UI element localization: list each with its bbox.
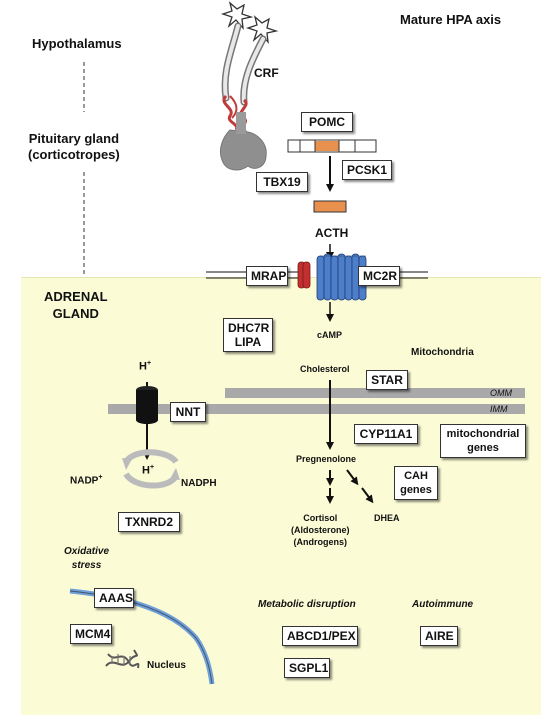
adrenal-label-line2: GLAND xyxy=(52,306,99,321)
androgens-label: (Androgens) xyxy=(293,537,348,547)
mc2r-box: MC2R xyxy=(358,266,400,286)
cyp11a1-box: CYP11A1 xyxy=(354,424,418,444)
nucleus-label: Nucleus xyxy=(147,660,186,671)
nadph-label: NADPH xyxy=(181,478,217,489)
omm-label: OMM xyxy=(490,388,512,398)
inner-mitochondrial-membrane xyxy=(108,404,525,414)
acth-label: ACTH xyxy=(315,226,349,240)
nnt-box: NNT xyxy=(170,402,206,422)
cah-genes-box: CAH genes xyxy=(394,466,438,500)
crf-label: CRF xyxy=(254,66,279,80)
dhea-label: DHEA xyxy=(374,513,400,523)
abcd1-pex-box: ABCD1/PEX xyxy=(282,626,358,646)
h-plus-bottom-label: H+ xyxy=(142,464,155,477)
mitochondrial-genes-box: mitochondrial genes xyxy=(440,424,526,458)
aire-box: AIRE xyxy=(420,626,458,646)
aldosterone-label: (Aldosterone) xyxy=(291,525,350,535)
star-box: STAR xyxy=(366,370,408,390)
sgpl1-box: SGPL1 xyxy=(284,658,330,678)
dhc7r-label: DHC7R xyxy=(228,321,270,335)
pituitary-label-line2: (corticotropes) xyxy=(28,147,120,162)
txnrd2-box: TXNRD2 xyxy=(118,512,180,532)
nnt-channel-icon xyxy=(136,382,158,460)
cah-genes-line1: CAH xyxy=(404,470,428,482)
adrenal-gland-label: ADRENAL GLAND xyxy=(44,288,108,322)
pregnenolone-label: Pregnenolone xyxy=(296,454,357,464)
pcsk1-box: PCSK1 xyxy=(342,160,392,180)
pregnenolone-to-dhea-arrow-1 xyxy=(346,469,359,486)
cah-genes-line2: genes xyxy=(400,484,432,496)
lipa-label: LIPA xyxy=(234,335,262,349)
outer-mitochondrial-membrane xyxy=(225,388,525,398)
pituitary-label: Pituitary gland (corticotropes) xyxy=(28,131,120,163)
tbx19-box: TBX19 xyxy=(256,172,308,192)
mitochondria-label: Mitochondria xyxy=(411,347,474,358)
dna-icon xyxy=(105,649,140,669)
cholesterol-label: Cholesterol xyxy=(300,364,350,374)
oxidative-stress-label: Oxidative stress xyxy=(64,545,109,573)
pomc-acth-segment xyxy=(315,141,339,151)
metabolic-disruption-label: Metabolic disruption xyxy=(258,599,356,610)
cortisol-block: Cortisol (Aldosterone) (Androgens) xyxy=(291,512,350,548)
aaas-box: AAAS xyxy=(94,588,134,608)
pituitary-gland-icon xyxy=(219,112,267,171)
redox-cycle-icon xyxy=(122,449,180,489)
mrap-protein-icon xyxy=(297,261,311,289)
mcm4-box: MCM4 xyxy=(70,624,112,644)
h-plus-top-label: H+ xyxy=(139,360,152,373)
nadp-label: NADP+ xyxy=(70,474,103,487)
pomc-box: POMC xyxy=(301,112,353,132)
acth-fragment xyxy=(313,200,347,213)
camp-label: cAMP xyxy=(317,330,343,340)
adrenal-label-line1: ADRENAL xyxy=(44,289,108,304)
mitochondrial-genes-line2: genes xyxy=(467,442,499,454)
diagram-title: Mature HPA axis xyxy=(400,12,502,27)
pregnenolone-to-dhea-arrow-2 xyxy=(361,487,374,504)
pituitary-label-line1: Pituitary gland xyxy=(28,131,120,146)
oxidative-line2: stress xyxy=(71,560,102,571)
cortisol-label: Cortisol xyxy=(303,513,338,523)
mc2r-receptor-icon xyxy=(316,253,367,301)
mitochondrial-genes-line1: mitochondrial xyxy=(446,428,520,440)
plasma-membrane xyxy=(206,271,428,279)
mrap-box: MRAP xyxy=(246,266,288,286)
oxidative-line1: Oxidative xyxy=(64,546,110,557)
imm-label: IMM xyxy=(490,404,508,414)
dhc7r-lipa-box: DHC7R LIPA xyxy=(223,318,273,352)
autoimmune-label: Autoimmune xyxy=(412,599,474,610)
hypothalamus-label: Hypothalamus xyxy=(32,36,122,51)
